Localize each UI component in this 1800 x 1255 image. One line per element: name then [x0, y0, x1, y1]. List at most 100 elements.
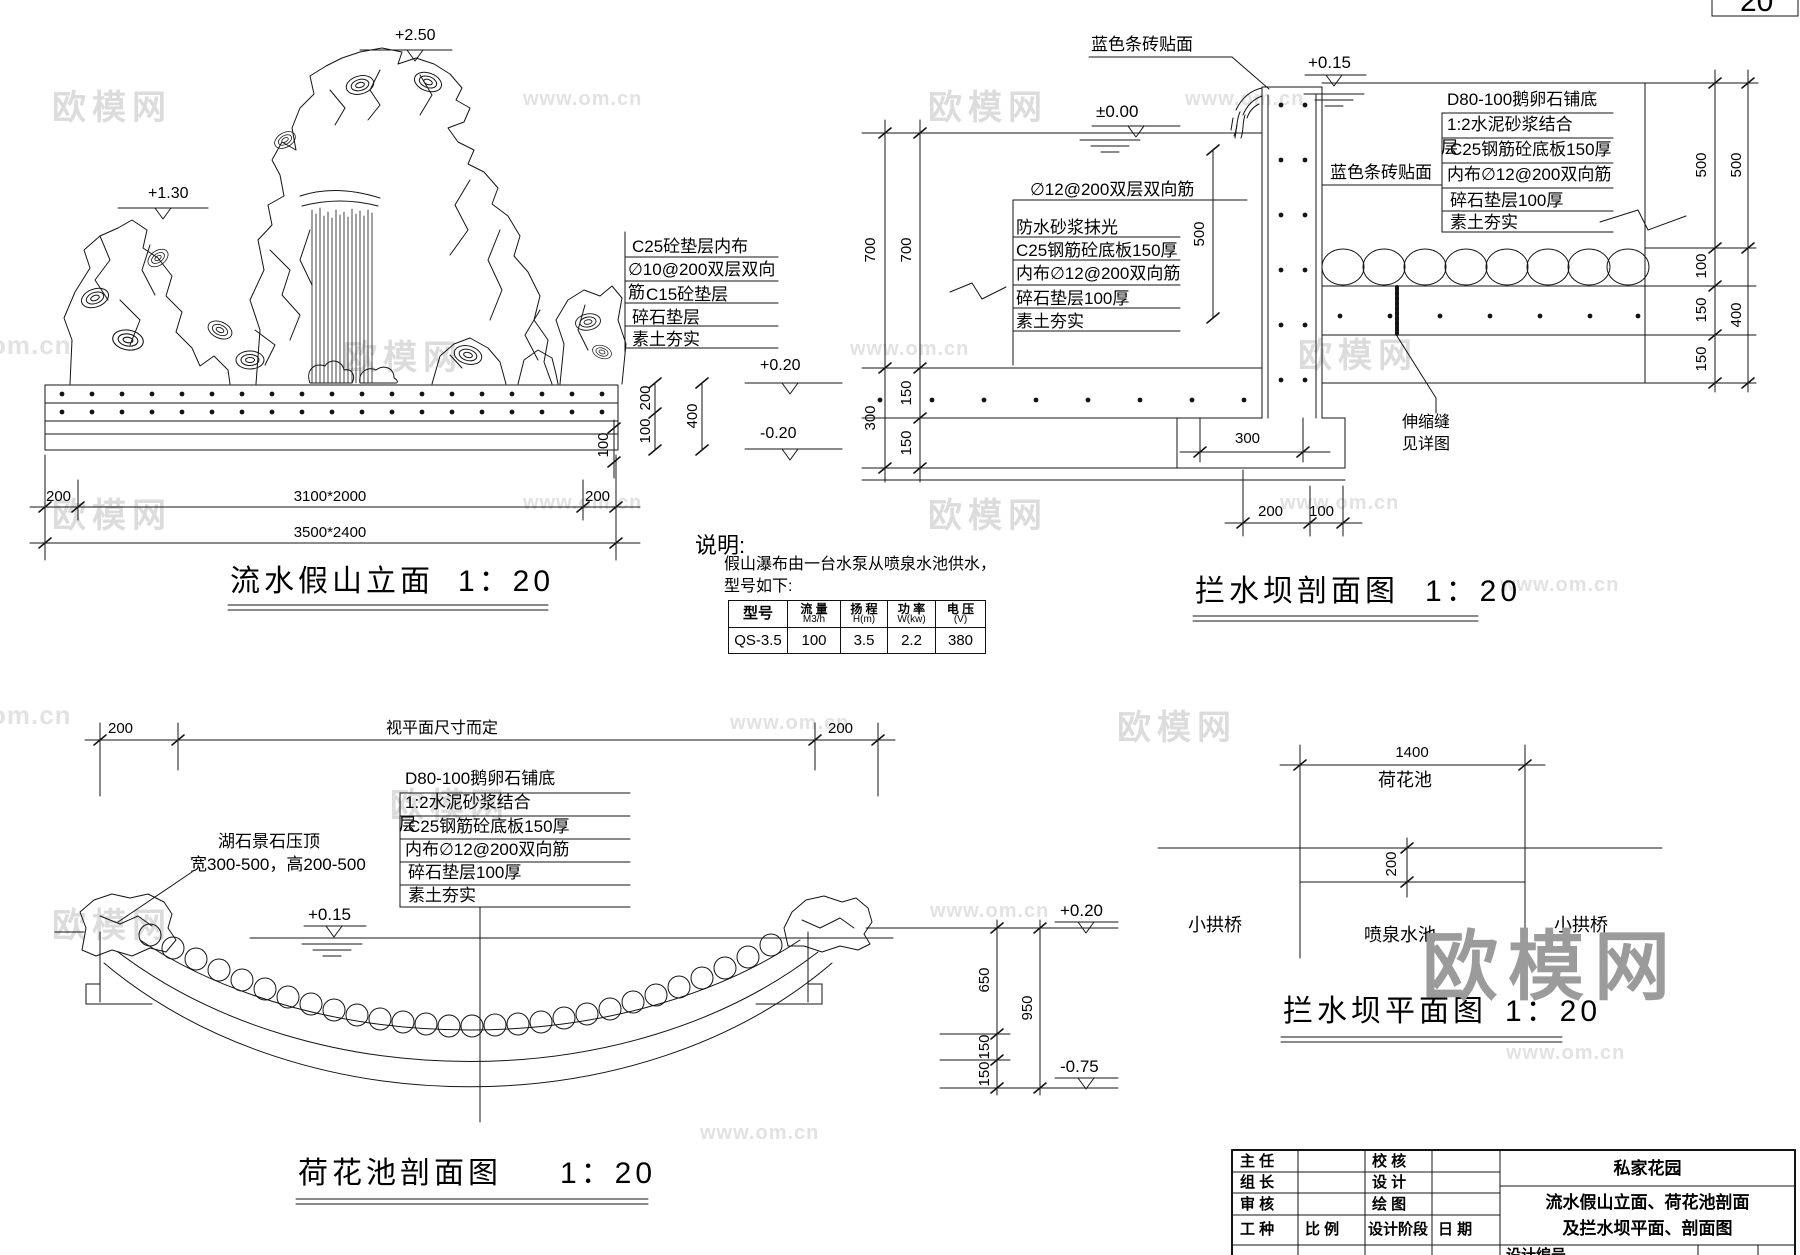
pump-col-subheader: M3/h	[802, 614, 826, 625]
titleblock-label-partial: 设计编号	[1506, 1248, 1566, 1255]
watermark-brand: 欧模网	[343, 339, 463, 377]
material-note: 内布∅12@200双向筋	[405, 840, 570, 859]
pump-col-subheader: H(m)	[852, 614, 876, 625]
dim-label: 200	[108, 720, 134, 737]
pump-col-subheader: (V)	[953, 614, 968, 625]
watermark-site: www.om.cn	[1500, 574, 1620, 596]
notes-heading: 说明:	[695, 533, 746, 558]
tile-label: 蓝色条砖贴面	[1330, 163, 1432, 182]
titleblock-label: 审 核	[1240, 1196, 1275, 1213]
pump-col-header: 型号	[742, 605, 773, 622]
dim-label: 200	[828, 720, 854, 737]
drawing-title: 拦水坝平面图	[1283, 995, 1487, 1028]
rockery-platform	[44, 384, 619, 451]
dam-plan	[1157, 744, 1663, 1043]
notes-line: 假山瀑布由一台水泵从喷泉水池供水，	[724, 556, 997, 573]
dim-label: 100	[595, 432, 612, 458]
pump-cell: 3.5	[840, 627, 888, 654]
level-label: +0.15	[308, 905, 352, 924]
plan-label: 小拱桥	[1188, 915, 1242, 935]
pump-col-header: 功 率	[897, 602, 926, 616]
rockery-levels-dims	[29, 49, 843, 611]
level-label: +2.50	[395, 27, 436, 44]
level-label: -0.75	[1060, 1057, 1099, 1076]
dim-label: 300	[1235, 430, 1261, 447]
drawing-title: 拦水坝剖面图	[1195, 575, 1399, 608]
dim-label: 700	[898, 237, 915, 263]
watermark-brand: 欧模网	[52, 497, 172, 535]
watermark-site: www.om.cn	[523, 88, 643, 110]
material-note: C25钢筋砼底板150厚	[1450, 140, 1612, 159]
dim-label: 200	[46, 488, 72, 505]
dam-section	[861, 56, 1759, 622]
drawing-title: 荷花池剖面图	[298, 1157, 502, 1190]
watermark-site: www.om.cn	[1185, 88, 1305, 110]
dim-label: 3500*2400	[293, 524, 367, 541]
drawing-name-line: 流水假山立面、荷花池剖面	[1545, 1193, 1750, 1212]
watermark-site: www.om.cn	[930, 900, 1050, 922]
watermark-site: www.om.cn	[523, 492, 643, 514]
drawing-scale: 1：20	[560, 1157, 657, 1190]
watermark-brand: 欧模网	[1117, 709, 1237, 747]
material-note: 1:2水泥砂浆结合	[1447, 115, 1573, 134]
material-note: ∅10@200双层双向	[628, 260, 776, 279]
material-note: 碎石垫层100厚	[1016, 289, 1130, 308]
material-note: 筋	[628, 283, 645, 302]
drawing-name-line: 及拦水坝平面、剖面图	[1562, 1219, 1733, 1238]
watermark-partial: om.cn	[0, 700, 72, 730]
titleblock-label: 主 任	[1240, 1153, 1275, 1170]
material-note: 内布∅12@200双向筋	[1447, 165, 1612, 184]
stone-note: 湖石景石压顶	[218, 832, 320, 851]
level-label: +0.15	[1308, 53, 1352, 72]
dim-label: 500	[1728, 152, 1745, 178]
watermark-site: www.om.cn	[700, 1122, 820, 1144]
joint-note: 见详图	[1402, 436, 1451, 453]
material-note-overlay: 层	[399, 815, 416, 834]
dim-label: 200	[1383, 851, 1400, 877]
rockery-art	[63, 47, 627, 385]
dim-label: 100	[1309, 503, 1335, 520]
material-note: 素土夯实	[408, 886, 476, 905]
dim-label: 1400	[1395, 744, 1429, 761]
pump-cell: QS-3.5	[728, 627, 788, 654]
dim-label: 200	[1258, 503, 1284, 520]
watermark-brand: 欧模网	[52, 89, 172, 127]
watermark-partial: om.cn	[0, 330, 72, 360]
pump-cell: 100	[787, 627, 841, 654]
dim-label: 100	[637, 418, 654, 444]
pump-cell: 380	[935, 627, 986, 654]
pump-col-header: 流 量	[800, 602, 828, 616]
material-note: 防水砂浆抹光	[1016, 218, 1118, 237]
pump-col-subheader: W(kw)	[897, 614, 926, 625]
material-note: 素土夯实	[632, 330, 700, 349]
watermark-brand-large: 欧模网	[1422, 925, 1680, 1010]
material-note: D80-100鹅卵石铺底	[1447, 90, 1598, 109]
material-note: C25砼垫层内布	[632, 237, 749, 256]
project-name: 私家花园	[1613, 1159, 1682, 1178]
pump-col-header: 扬 程	[850, 602, 878, 616]
watermark-site: www.om.cn	[850, 338, 970, 360]
level-label: ±0.00	[1096, 102, 1139, 121]
drawing-title: 流水假山立面	[230, 565, 434, 598]
material-note: C25钢筋砼底板150厚	[408, 817, 570, 836]
level-label: +0.20	[760, 357, 801, 374]
dim-label: 视平面尺寸而定	[386, 720, 499, 737]
titleblock-label: 日 期	[1438, 1221, 1473, 1238]
dim-label: 3100*2000	[293, 488, 367, 505]
material-note: 碎石垫层100厚	[1450, 191, 1564, 210]
dim-label: 150	[898, 430, 915, 456]
dim-label: 150	[1693, 346, 1710, 372]
watermark-brand: 欧模网	[52, 907, 172, 945]
pump-cell: 2.2	[887, 627, 936, 654]
dim-label: 650	[976, 967, 993, 993]
material-note: 碎石垫层	[632, 308, 700, 327]
joint-note: 伸缩缝	[1402, 414, 1451, 431]
pump-spec-table: 型号 流 量 M3/h 扬 程 H(m) 功 率 W(kw) 电 压 (V) Q…	[728, 600, 986, 654]
plan-label: 小拱桥	[1554, 915, 1608, 935]
material-note: 素土夯实	[1016, 312, 1084, 331]
titleblock-label: 校 核	[1372, 1153, 1407, 1170]
titleblock-label: 比 例	[1305, 1221, 1340, 1238]
